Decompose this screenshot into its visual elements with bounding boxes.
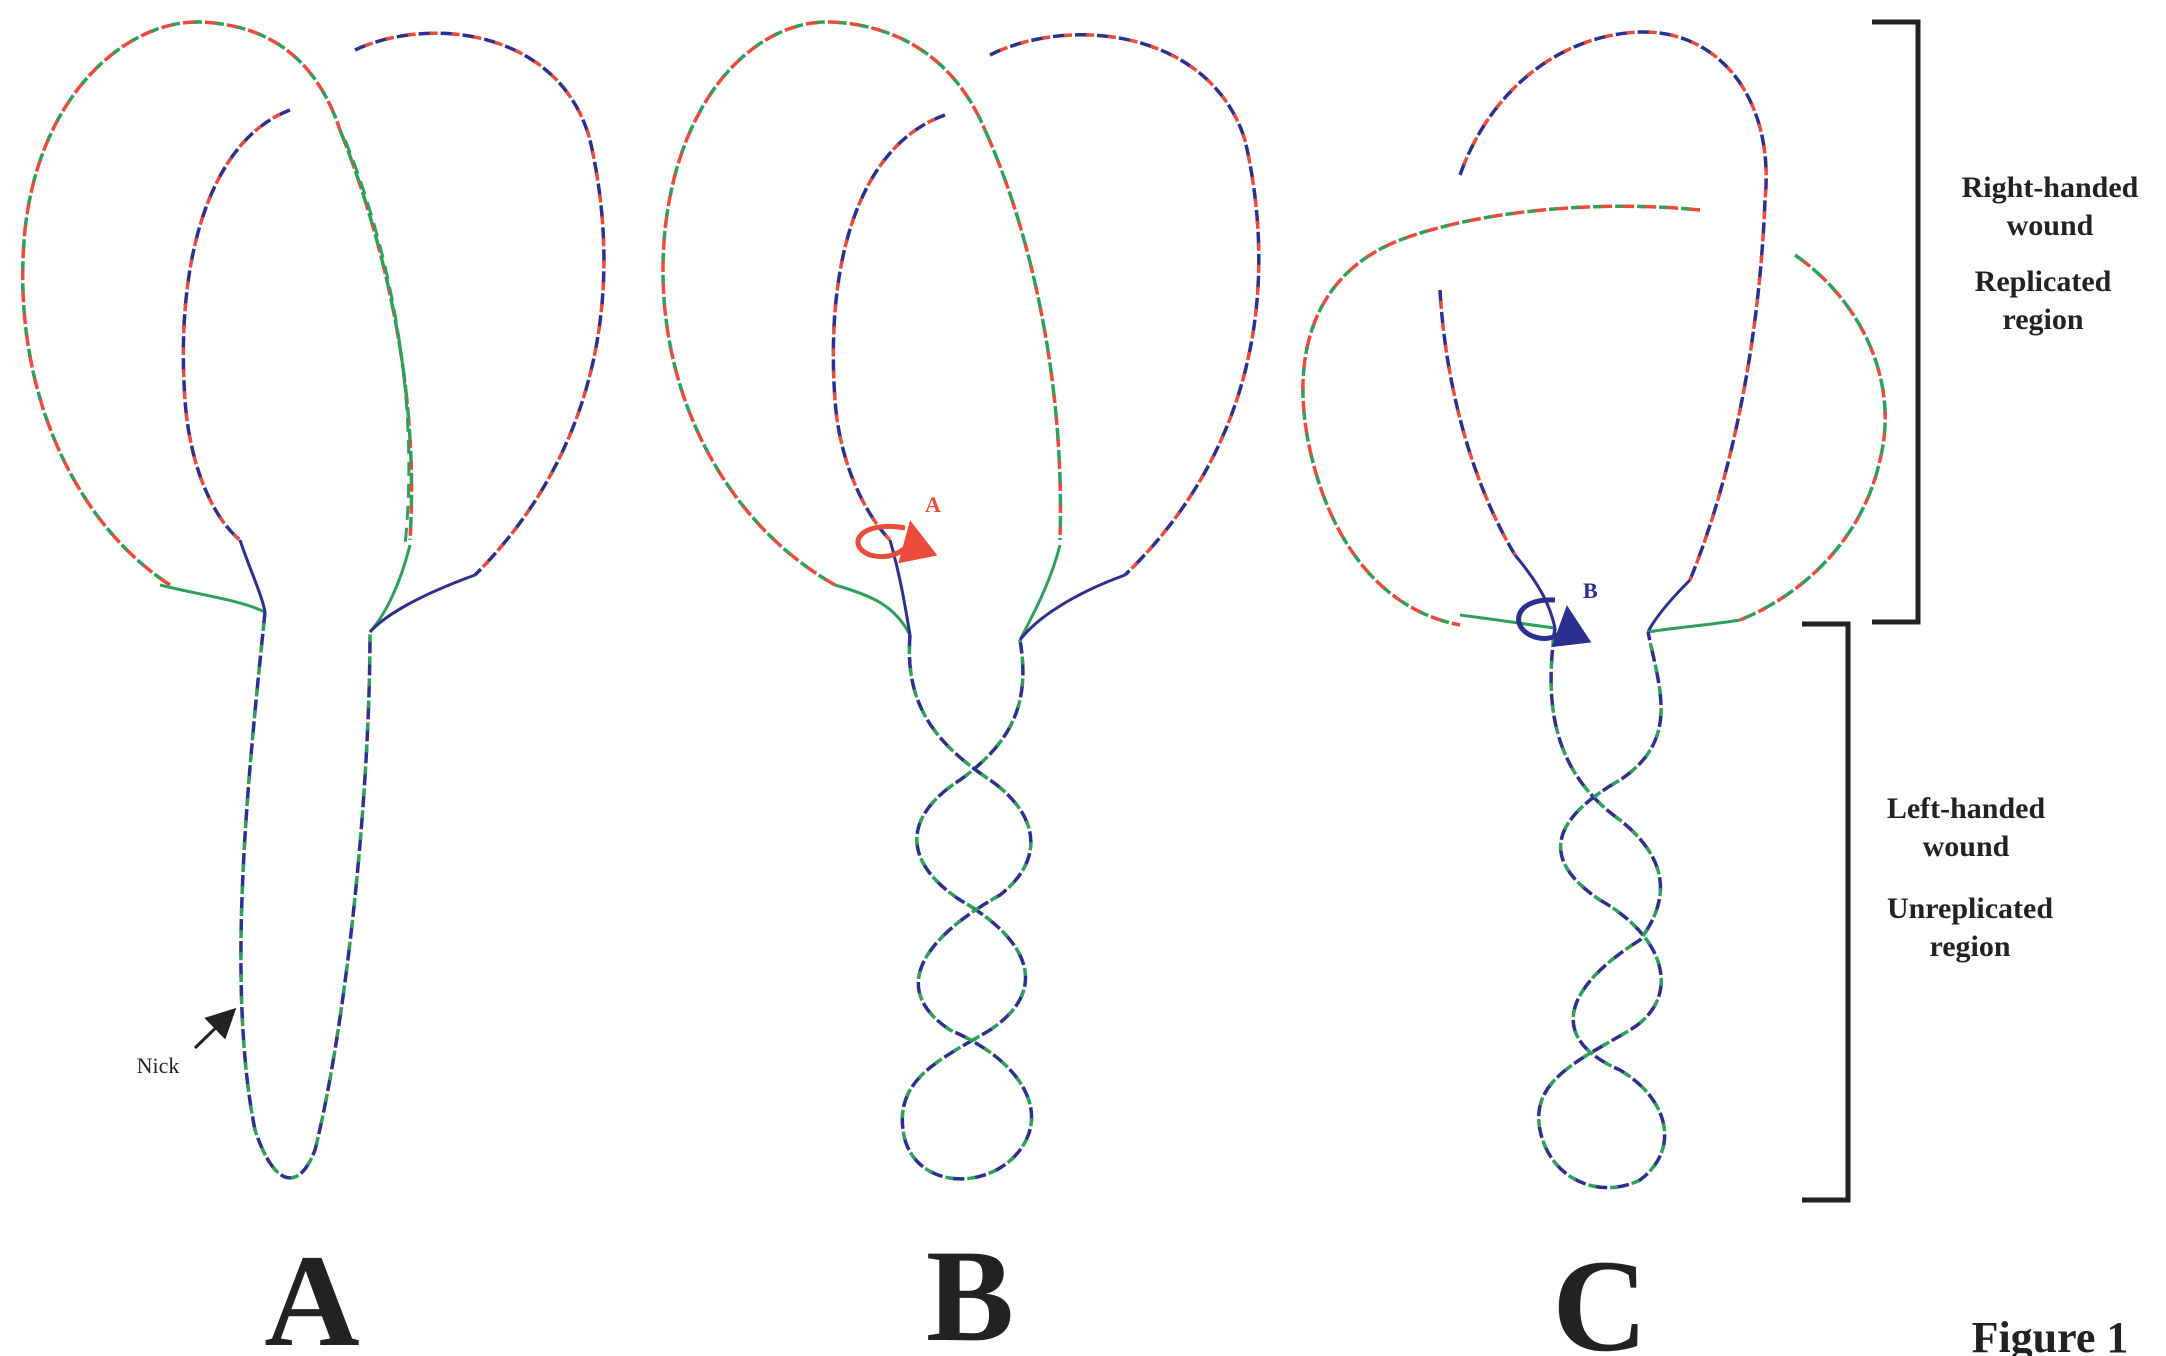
panel-b-twisted-stem bbox=[902, 635, 1031, 1179]
rotation-b-label: B bbox=[1583, 578, 1598, 603]
panel-label-a: A bbox=[264, 1227, 359, 1356]
panel-c-right-loop bbox=[1740, 255, 1885, 620]
nick-label: Nick bbox=[137, 1053, 180, 1078]
panel-c-twisted-stem bbox=[1539, 628, 1665, 1188]
unreplicated-line-2: wound bbox=[1923, 830, 2010, 863]
panel-label-c: C bbox=[1552, 1232, 1647, 1356]
nick-arrow bbox=[195, 1012, 232, 1048]
replicated-line-1: Right-handed bbox=[1962, 171, 2139, 204]
rotation-a-symbol bbox=[858, 526, 912, 556]
unreplicated-region-bracket bbox=[1802, 624, 1848, 1200]
panel-b-molecule bbox=[663, 22, 1259, 1179]
unreplicated-line-3: Unreplicated bbox=[1887, 892, 2053, 925]
replicated-line-3: Replicated bbox=[1975, 265, 2112, 298]
panel-c-left-loop bbox=[1303, 206, 1700, 625]
panel-a-unreplicated-hairpin bbox=[241, 612, 370, 1178]
panel-a-inner-left-loop bbox=[183, 110, 290, 540]
panel-c-inner-strand bbox=[1440, 290, 1515, 555]
unreplicated-line-4: region bbox=[1929, 930, 2010, 963]
figure-label: Figure 1 bbox=[1972, 1313, 2129, 1356]
panel-a-molecule bbox=[23, 22, 604, 1178]
replicated-line-2: wound bbox=[2007, 209, 2094, 242]
replicated-line-4: region bbox=[2002, 303, 2083, 336]
panel-a-outer-left-loop bbox=[23, 22, 412, 585]
rotation-a-label: A bbox=[925, 492, 941, 517]
panel-a-inner-right-strand bbox=[345, 140, 409, 545]
panel-c-molecule bbox=[1303, 32, 1885, 1188]
panel-label-b: B bbox=[926, 1222, 1014, 1356]
panel-b-inner-left-loop bbox=[833, 115, 945, 540]
panel-b-outer-right-loop bbox=[990, 35, 1259, 575]
panel-c-top-loop bbox=[1460, 32, 1766, 580]
replicated-region-bracket bbox=[1872, 22, 1918, 622]
unreplicated-line-1: Left-handed bbox=[1887, 792, 2046, 825]
rotation-b-symbol bbox=[1519, 600, 1569, 639]
